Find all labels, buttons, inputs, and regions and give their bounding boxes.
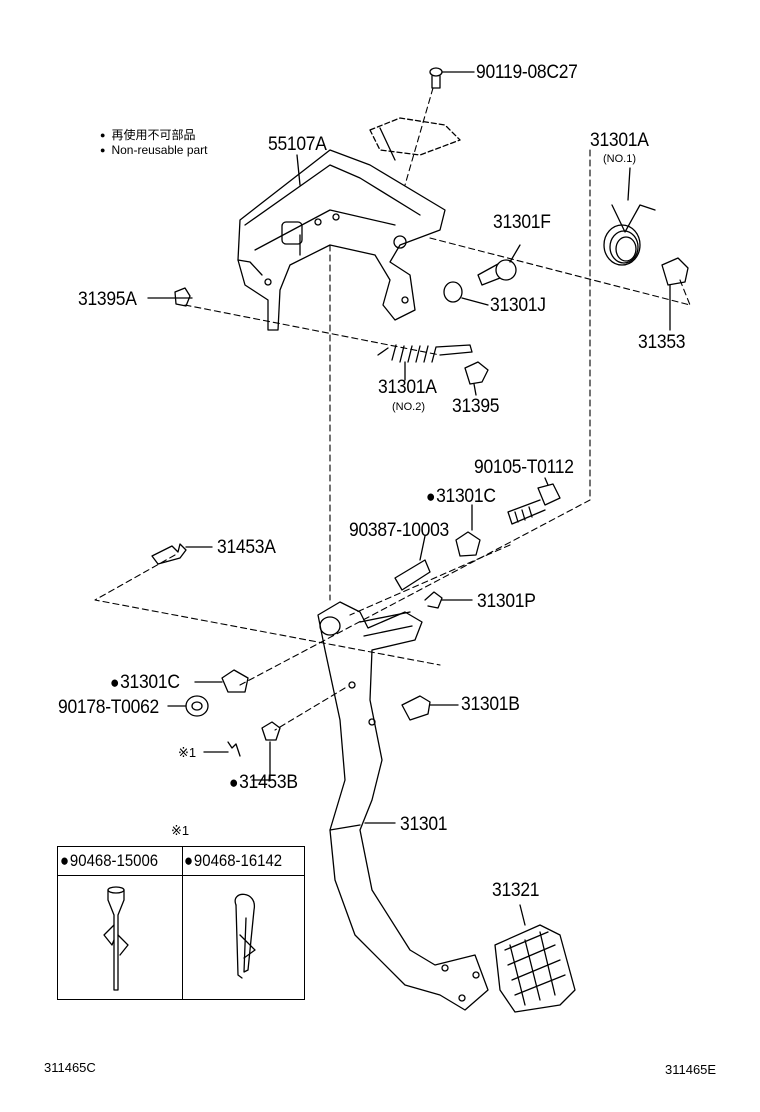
label-ref-mark-clip: ※1 — [178, 745, 197, 760]
note-non-reusable-jp: 再使用不可部品 — [100, 126, 195, 143]
label-31453A: 31453A — [217, 537, 276, 558]
label-90178-T0062: 90178-T0062 — [58, 697, 159, 718]
spring-31301A-no2 — [377, 344, 473, 381]
table-divider — [182, 847, 183, 999]
label-31301: 31301 — [400, 814, 448, 835]
nut-90178 — [167, 695, 209, 717]
bushing-31301C-top — [455, 504, 481, 557]
table-col-90468-15006: 90468-15006 — [60, 851, 158, 871]
label-31301C-top: 31301C — [426, 486, 496, 508]
label-31353: 31353 — [638, 332, 686, 353]
label-90119-08C27: 90119-08C27 — [476, 62, 578, 83]
table-col-90468-16142: 90468-16142 — [184, 851, 282, 871]
table-header — [58, 847, 304, 876]
bolt-90119 — [429, 67, 443, 89]
pin-90387 — [394, 535, 431, 591]
pedal-pad-31321 — [494, 904, 576, 1013]
label-31301B: 31301B — [461, 694, 520, 715]
label-ref-mark-table: ※1 — [171, 823, 190, 838]
label-31321: 31321 — [492, 880, 540, 901]
spring-31301A-no1 — [603, 204, 656, 266]
label-31301A-no2: 31301A — [378, 377, 437, 398]
label-31301J: 31301J — [490, 295, 546, 316]
collar-31301J — [443, 281, 489, 306]
label-55107A: 55107A — [268, 134, 327, 155]
clip-31395A — [174, 287, 191, 307]
cotter-pin-90468-16142 — [234, 893, 256, 979]
label-31301P: 31301P — [477, 591, 536, 612]
label-31301A-no1: 31301A — [590, 130, 649, 151]
bracket-55107A — [237, 149, 446, 331]
label-31395A: 31395A — [78, 289, 137, 310]
stopper-31301B — [401, 695, 459, 721]
reference-lines — [94, 87, 691, 731]
label-31301F: 31301F — [493, 212, 551, 233]
label-90105-T0112: 90105-T0112 — [474, 457, 574, 478]
label-31453B: 31453B — [229, 772, 298, 794]
clip-31301P — [424, 591, 473, 609]
label-31395: 31395 — [452, 396, 500, 417]
bolt-31301F — [477, 244, 521, 286]
bushing-31301C-bottom — [194, 669, 249, 693]
footer-code-left: 311465C — [44, 1060, 96, 1075]
cotter-pin-90468-15006 — [103, 886, 129, 991]
bushing-31353 — [661, 257, 689, 331]
footer-code-right: 311465E — [665, 1062, 717, 1077]
clip-ref-1 — [203, 741, 241, 757]
bolt-31453A — [151, 543, 213, 565]
pedal-arm-31301 — [317, 601, 489, 1011]
label-31301A-no1-sub: (NO.1) — [603, 153, 636, 165]
label-31301C-bottom: 31301C — [110, 672, 180, 694]
note-non-reusable-en: Non-reusable part — [100, 143, 207, 157]
bolt-90105 — [507, 477, 561, 525]
label-31301A-no2-sub: (NO.2) — [392, 401, 425, 413]
cotter-pin-variant-table: 90468-15006 90468-16142 — [57, 846, 305, 1000]
clip-31395 — [464, 361, 489, 396]
label-90387-10003: 90387-10003 — [349, 520, 450, 541]
